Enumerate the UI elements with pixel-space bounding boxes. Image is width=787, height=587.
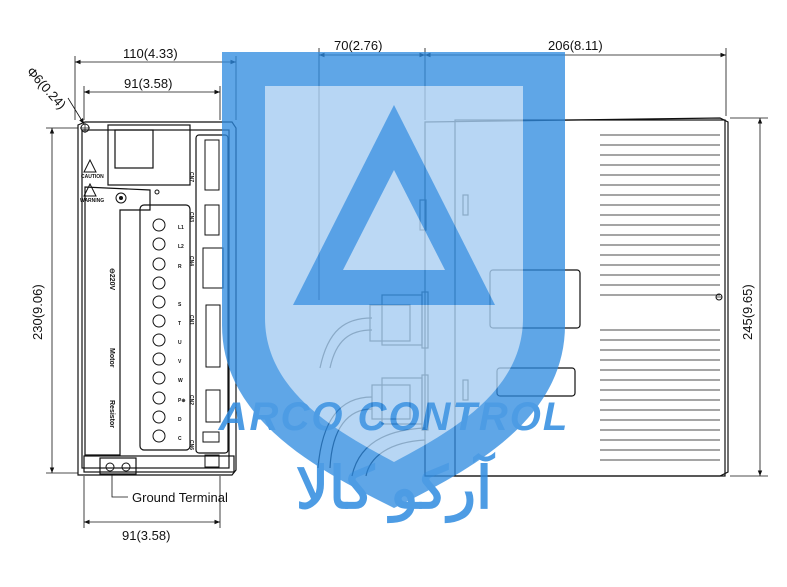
motor-label: Motor <box>108 348 115 368</box>
voltage-label: ⊖220V <box>108 268 115 291</box>
ground-terminal-callout: Ground Terminal <box>132 490 228 505</box>
dim-side-245: 245(9.65) <box>740 284 755 340</box>
connector-label-cn6: CN6 <box>188 440 194 450</box>
terminal-label-v: V <box>178 359 182 365</box>
connector-label-cn3: CN3 <box>188 212 194 222</box>
ground-screw-2 <box>121 462 131 472</box>
front-view <box>77 121 237 476</box>
terminal-label-p: P⊕ <box>178 398 186 404</box>
terminal-screws <box>152 218 166 443</box>
terminal-label-w: W <box>178 378 183 384</box>
terminal-label-c: C <box>178 436 182 442</box>
dim-height-230: 230(9.06) <box>30 284 45 340</box>
terminal-label-r: R <box>178 264 182 270</box>
watermark-latin: ARCO CONTROL <box>218 395 570 439</box>
vent-slots <box>600 134 720 461</box>
terminal-label-s: S <box>178 302 182 308</box>
dim-bottom-91: 91(3.58) <box>122 528 170 543</box>
terminal-label-l2: L2 <box>178 244 184 250</box>
grounding-screw <box>115 192 127 204</box>
dim-top-110: 110(4.33) <box>123 46 178 61</box>
ground-screw-1 <box>105 462 115 472</box>
dim-side-70: 70(2.76) <box>334 38 382 53</box>
dimension-lines <box>46 56 237 528</box>
resistor-label: Resistor <box>108 400 115 428</box>
terminal-label-u: U <box>178 340 182 346</box>
watermark: ARCO CONTROL آرکو کالا <box>218 52 570 524</box>
terminal-label-l1: L1 <box>178 225 184 231</box>
dim-side-206: 206(8.11) <box>548 38 603 53</box>
connector-label-cn2: CN2 <box>188 395 194 405</box>
connector-label-cn4: CN4 <box>188 256 194 266</box>
dim-top-91: 91(3.58) <box>124 76 172 91</box>
warning-label: WARNING <box>80 198 104 204</box>
connector-label-cn1: CN1 <box>188 315 194 325</box>
warning-icons <box>83 158 97 197</box>
terminal-label-t: T <box>178 321 181 327</box>
dim-hole-6: 6(0.24) <box>30 71 69 112</box>
watermark-persian: آرکو کالا <box>296 451 496 524</box>
caution-label: CAUTION <box>81 174 104 180</box>
terminal-label-d: D <box>178 417 182 423</box>
connector-label-cn7: CN7 <box>188 172 194 182</box>
